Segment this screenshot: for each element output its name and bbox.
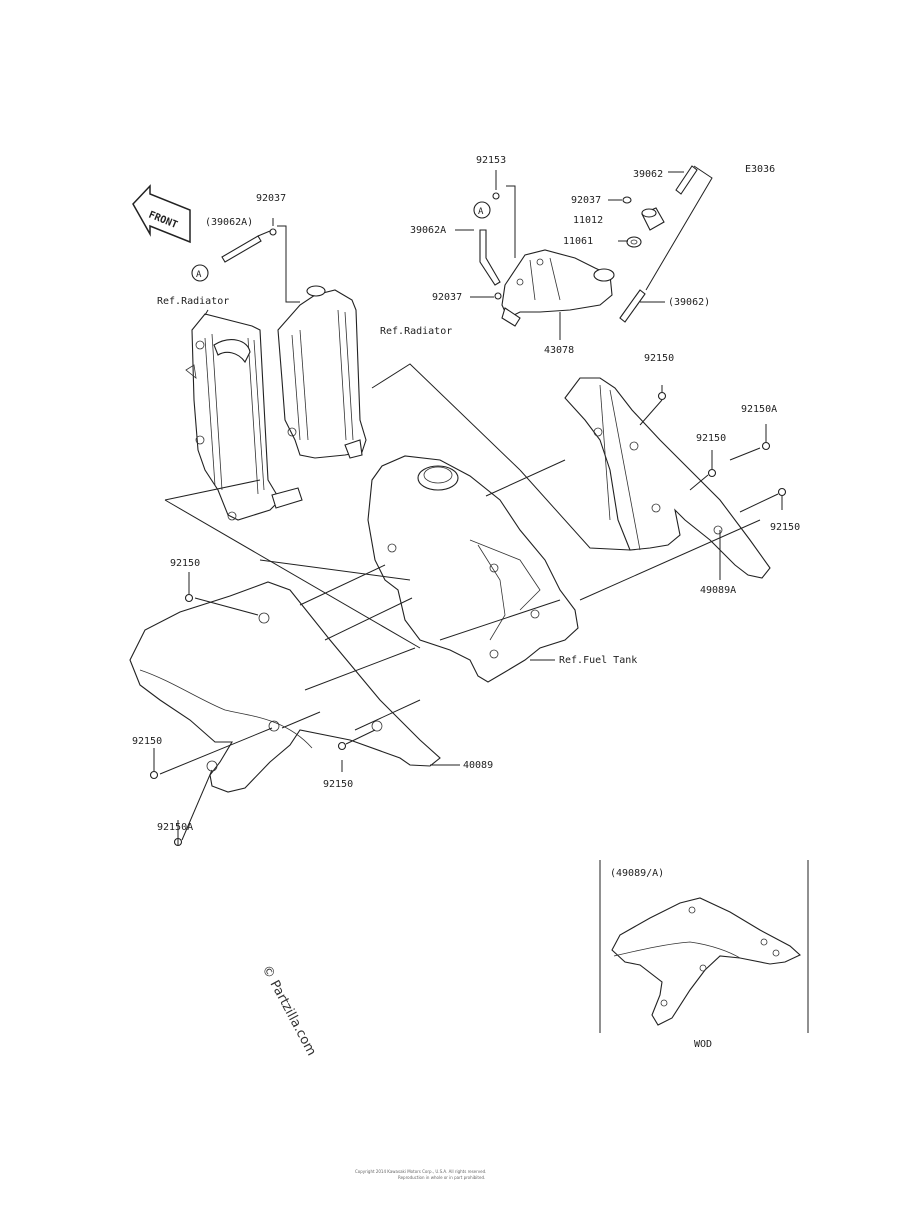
footer-line-1: Copyright 2014 Kawasaki Motors Corp., U.… bbox=[355, 1169, 486, 1174]
inset-panel: (49089/A) WOD bbox=[599, 860, 809, 1050]
svg-text:A: A bbox=[196, 270, 202, 280]
shroud-left bbox=[129, 581, 441, 793]
hose-39062-lower bbox=[619, 289, 646, 323]
label-11012: 11012 bbox=[573, 215, 603, 226]
bolt-92150-l3 bbox=[337, 741, 347, 751]
hose-39062A-left bbox=[221, 228, 277, 263]
reservoir-tank bbox=[501, 249, 615, 327]
inset-caption: WOD bbox=[694, 1039, 712, 1050]
label-92037-left: 92037 bbox=[256, 193, 286, 204]
cap-11012 bbox=[641, 207, 665, 231]
bolt-92150-r2 bbox=[707, 468, 717, 478]
ref-marker-top: A bbox=[473, 201, 491, 219]
label-92037-mid: 92037 bbox=[432, 292, 462, 303]
screw-92153 bbox=[492, 192, 500, 200]
shroud-right bbox=[564, 377, 771, 579]
bolt-92150-r1 bbox=[657, 391, 667, 401]
label-92150-r3: 92150 bbox=[770, 522, 800, 533]
shroud-variant bbox=[611, 897, 801, 1026]
label-92150-l3: 92150 bbox=[323, 779, 353, 790]
label-39062A-left: 39062A bbox=[410, 225, 446, 236]
fuel-tank bbox=[367, 455, 579, 683]
radiator-left bbox=[185, 313, 303, 521]
label-49089A: 49089A bbox=[700, 585, 736, 596]
hose-routing-line bbox=[645, 165, 713, 291]
label-11061: 11061 bbox=[563, 236, 593, 247]
bolt-92150A-r bbox=[761, 441, 771, 451]
ref-marker-left: A bbox=[191, 264, 209, 282]
label-ref-radiator-1: Ref.Radiator bbox=[157, 296, 229, 307]
bolt-92150-r3 bbox=[777, 487, 787, 497]
packing-11061 bbox=[626, 236, 642, 248]
label-92150-r1: 92150 bbox=[644, 353, 674, 364]
front-arrow-icon: FRONT bbox=[132, 184, 191, 244]
label-40089: 40089 bbox=[463, 760, 493, 771]
bolt-92150-l2 bbox=[149, 770, 159, 780]
inset-title: (49089/A) bbox=[610, 868, 664, 879]
label-43078: 43078 bbox=[544, 345, 574, 356]
footer-line-2: Reproduction in whole or in part prohibi… bbox=[398, 1175, 485, 1180]
leader-lines bbox=[153, 170, 783, 846]
bolt-92150-l1 bbox=[184, 593, 194, 603]
label-92150A-r: 92150A bbox=[741, 404, 777, 415]
label-92150-l2: 92150 bbox=[132, 736, 162, 747]
hose-39062-top bbox=[675, 165, 698, 195]
label-39062-top: 39062 bbox=[633, 169, 663, 180]
label-92150-r2: 92150 bbox=[696, 433, 726, 444]
clamp-92037-mid bbox=[494, 292, 502, 300]
hose-39062A-reservoir bbox=[479, 229, 501, 286]
clamp-92037-top bbox=[622, 196, 632, 204]
label-39062-paren: (39062) bbox=[668, 297, 710, 308]
label-ref-fuel-tank: Ref.Fuel Tank bbox=[559, 655, 637, 666]
diagram-code: E3036 bbox=[745, 164, 775, 175]
watermark: © Partzilla.com bbox=[258, 963, 318, 1059]
label-ref-radiator-2: Ref.Radiator bbox=[380, 326, 452, 337]
label-92153: 92153 bbox=[476, 155, 506, 166]
radiator-right bbox=[277, 285, 367, 459]
svg-text:A: A bbox=[478, 207, 484, 217]
label-92037-top: 92037 bbox=[571, 195, 601, 206]
label-92150A-l: 92150A bbox=[157, 822, 193, 833]
label-39062A-paren: (39062A) bbox=[205, 217, 253, 228]
label-92150-l1: 92150 bbox=[170, 558, 200, 569]
